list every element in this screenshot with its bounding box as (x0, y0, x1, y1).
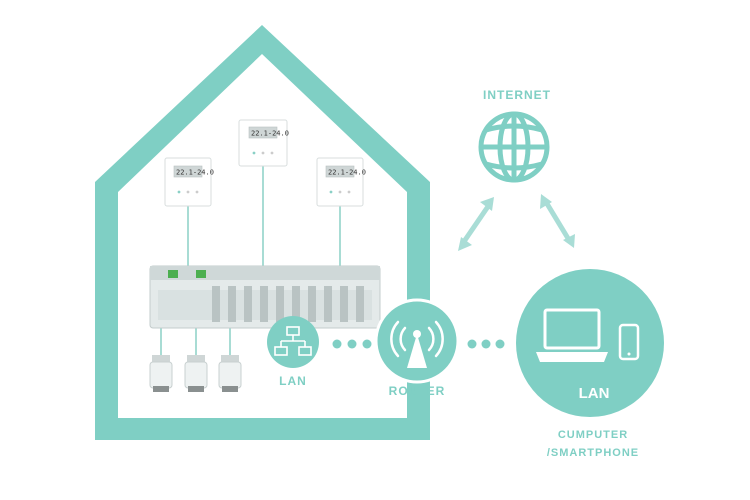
house-outline (95, 25, 430, 440)
router-node (374, 298, 460, 384)
actuators (149, 355, 242, 392)
connection-dots (467, 339, 505, 349)
lan-big-label: LAN (579, 385, 610, 402)
actuator (184, 355, 208, 392)
computer-label-line2: /SMARTPHONE (547, 447, 639, 459)
computer-label-line1: CUMPUTER (558, 429, 628, 441)
router-antenna (407, 334, 427, 368)
double-arrow-internet-lan (540, 194, 575, 248)
smartphone-icon (618, 323, 640, 361)
thermostat-center: 22.1-24.0 (238, 119, 289, 167)
lan-devices-node (516, 269, 664, 417)
thermostat-left: 22.1-24.0 (164, 157, 214, 207)
thermostat-display: 22.1-24.0 (251, 130, 289, 138)
internet-label: INTERNET (483, 88, 551, 102)
actuator (149, 355, 173, 392)
actuator (218, 355, 242, 392)
thermostat-wires (160, 165, 341, 355)
wifi-router-icon (390, 320, 444, 358)
double-arrow-internet-router (458, 197, 494, 251)
connection-dots (332, 339, 372, 349)
lan-small-label: LAN (279, 374, 307, 388)
globe-icon (478, 111, 550, 183)
wiring-center-hub (149, 265, 381, 329)
lan-node (267, 316, 319, 368)
thermostat-right: 22.1-24.0 (316, 157, 366, 207)
thermostat-display: 22.1-24.0 (328, 169, 366, 177)
thermostat-display: 22.1-24.0 (176, 169, 214, 177)
network-icon (274, 326, 312, 356)
laptop-icon (536, 308, 608, 362)
router-label: ROUTER (389, 384, 446, 398)
